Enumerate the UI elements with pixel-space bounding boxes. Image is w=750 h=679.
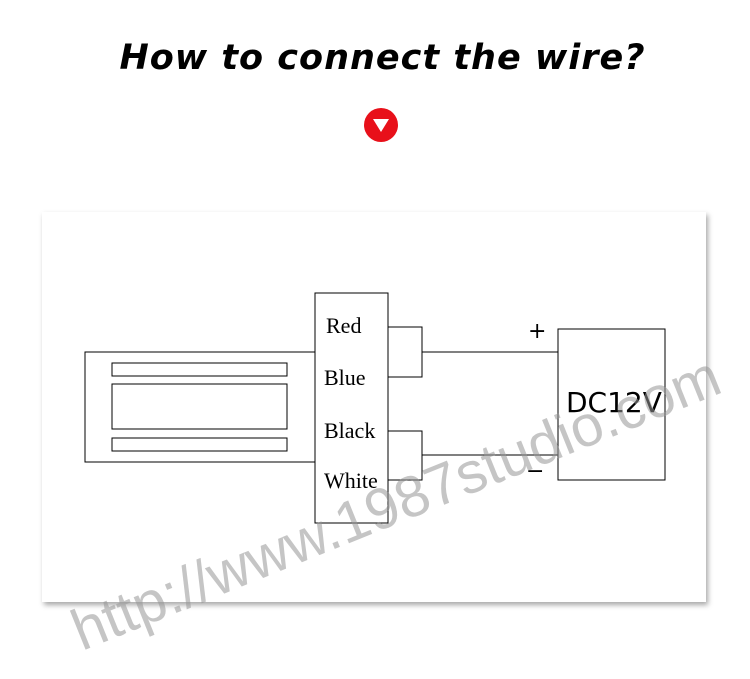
wire-label-black: Black bbox=[324, 418, 375, 443]
wire-label-blue: Blue bbox=[324, 365, 366, 390]
down-arrow-badge bbox=[364, 108, 398, 142]
magnetic-lock bbox=[84, 351, 316, 463]
positive-terminal-sign: + bbox=[528, 319, 546, 344]
wiring-lines bbox=[388, 326, 558, 481]
page-title: How to connect the wire? bbox=[119, 38, 646, 78]
power-supply bbox=[557, 328, 666, 481]
negative-terminal-sign: − bbox=[526, 459, 544, 484]
terminal-block bbox=[314, 292, 389, 524]
wire-label-red: Red bbox=[326, 313, 361, 338]
wiring-diagram: Red Blue Black White DC12V + − bbox=[84, 292, 666, 524]
down-triangle-icon bbox=[373, 119, 389, 132]
wiring-diagram-card: Red Blue Black White DC12V + − http://ww… bbox=[42, 212, 729, 663]
power-supply-label: DC12V bbox=[566, 386, 662, 419]
wire-label-white: White bbox=[324, 468, 378, 493]
